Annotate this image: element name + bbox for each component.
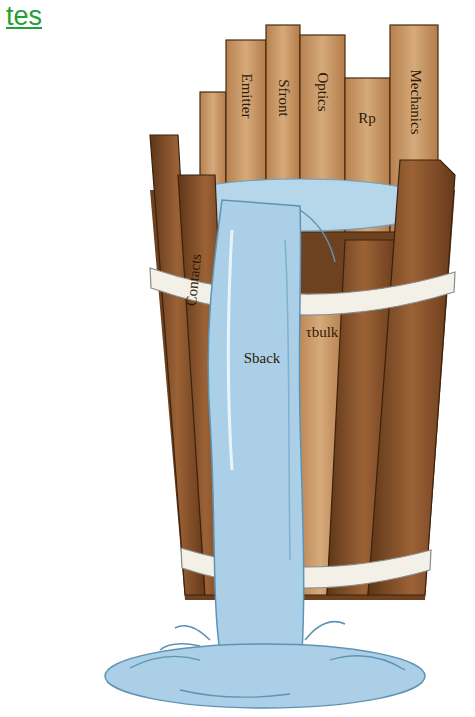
stave-label: Sback [244,351,281,366]
water-highlight [228,230,232,470]
splash [160,622,345,650]
water-ripple [285,240,290,560]
stave-label: τbulk [306,325,339,340]
stave-label: Optics [315,72,330,111]
front-stave [368,160,455,595]
puddle-ripple [130,656,405,697]
stave-label: Emitter [239,74,254,119]
water-jet [208,200,304,652]
water-puddle [105,644,425,708]
heading: tes [6,0,42,32]
stave-label: Sfront [276,79,291,117]
stave-label: Mechanics [408,70,423,135]
water-spill [300,210,335,262]
stave-label: Rp [358,111,376,126]
